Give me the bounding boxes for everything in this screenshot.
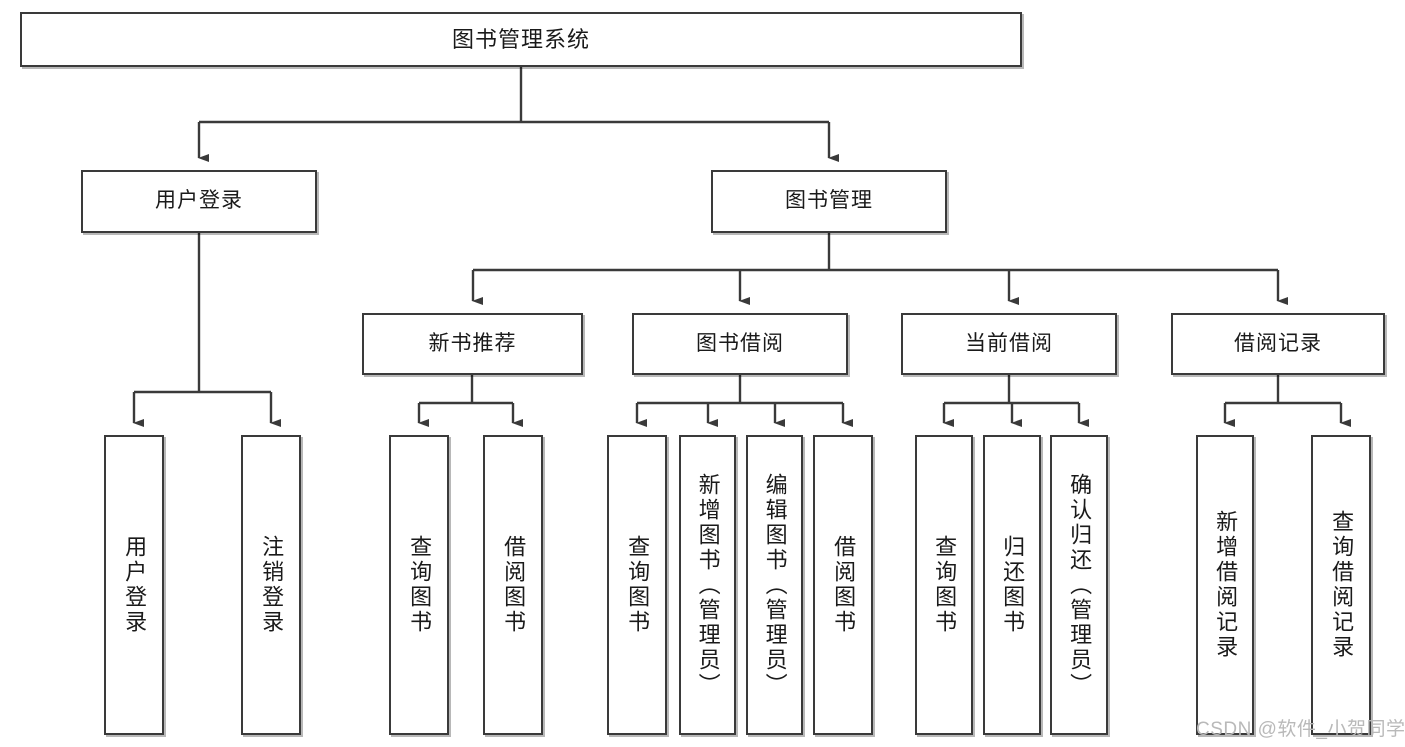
node-label: 查询图书 — [407, 535, 433, 635]
node-label: 图书借阅 — [696, 331, 784, 355]
node-book-manage: 图书管理 — [711, 170, 947, 233]
connector-lines — [132, 67, 1351, 427]
node-label: 查询借阅记录 — [1329, 510, 1355, 660]
node-book-borrow: 图书借阅 — [632, 313, 848, 375]
node-leaf-add-book: 新增图书（管理员） — [679, 435, 736, 735]
node-leaf-borrow-book-1: 借阅图书 — [483, 435, 543, 735]
node-label: 新增图书（管理员） — [695, 472, 721, 698]
node-label: 注销登录 — [259, 535, 285, 635]
node-leaf-return-book: 归还图书 — [983, 435, 1041, 735]
node-label: 图书管理 — [785, 189, 873, 213]
node-label: 查询图书 — [625, 535, 651, 635]
node-leaf-confirm-return: 确认归还（管理员） — [1050, 435, 1108, 735]
node-leaf-query-record: 查询借阅记录 — [1311, 435, 1371, 735]
node-label: 确认归还（管理员） — [1067, 472, 1093, 698]
node-new-book-rec: 新书推荐 — [362, 313, 583, 375]
node-label: 当前借阅 — [965, 331, 1053, 355]
node-leaf-query-book-1: 查询图书 — [389, 435, 449, 735]
node-label: 借阅图书 — [501, 535, 527, 635]
node-label: 图书管理系统 — [451, 26, 590, 52]
node-leaf-user-login: 用户登录 — [104, 435, 164, 735]
node-current-borrow: 当前借阅 — [901, 313, 1117, 375]
node-label: 编辑图书（管理员） — [762, 472, 788, 698]
node-leaf-logout: 注销登录 — [241, 435, 301, 735]
node-label: 借阅记录 — [1234, 331, 1322, 355]
node-leaf-query-book-3: 查询图书 — [915, 435, 973, 735]
node-root: 图书管理系统 — [20, 12, 1022, 67]
node-label: 用户登录 — [122, 535, 148, 635]
node-user-login: 用户登录 — [81, 170, 317, 233]
node-label: 归还图书 — [1000, 535, 1026, 635]
node-label: 查询图书 — [932, 535, 958, 635]
node-leaf-borrow-book-2: 借阅图书 — [813, 435, 873, 735]
node-label: 借阅图书 — [831, 535, 857, 635]
node-leaf-add-record: 新增借阅记录 — [1196, 435, 1254, 735]
node-label: 用户登录 — [155, 189, 243, 213]
node-borrow-record: 借阅记录 — [1171, 313, 1385, 375]
node-label: 新书推荐 — [428, 331, 517, 355]
node-leaf-edit-book: 编辑图书（管理员） — [746, 435, 803, 735]
node-leaf-query-book-2: 查询图书 — [607, 435, 667, 735]
node-label: 新增借阅记录 — [1213, 510, 1239, 660]
